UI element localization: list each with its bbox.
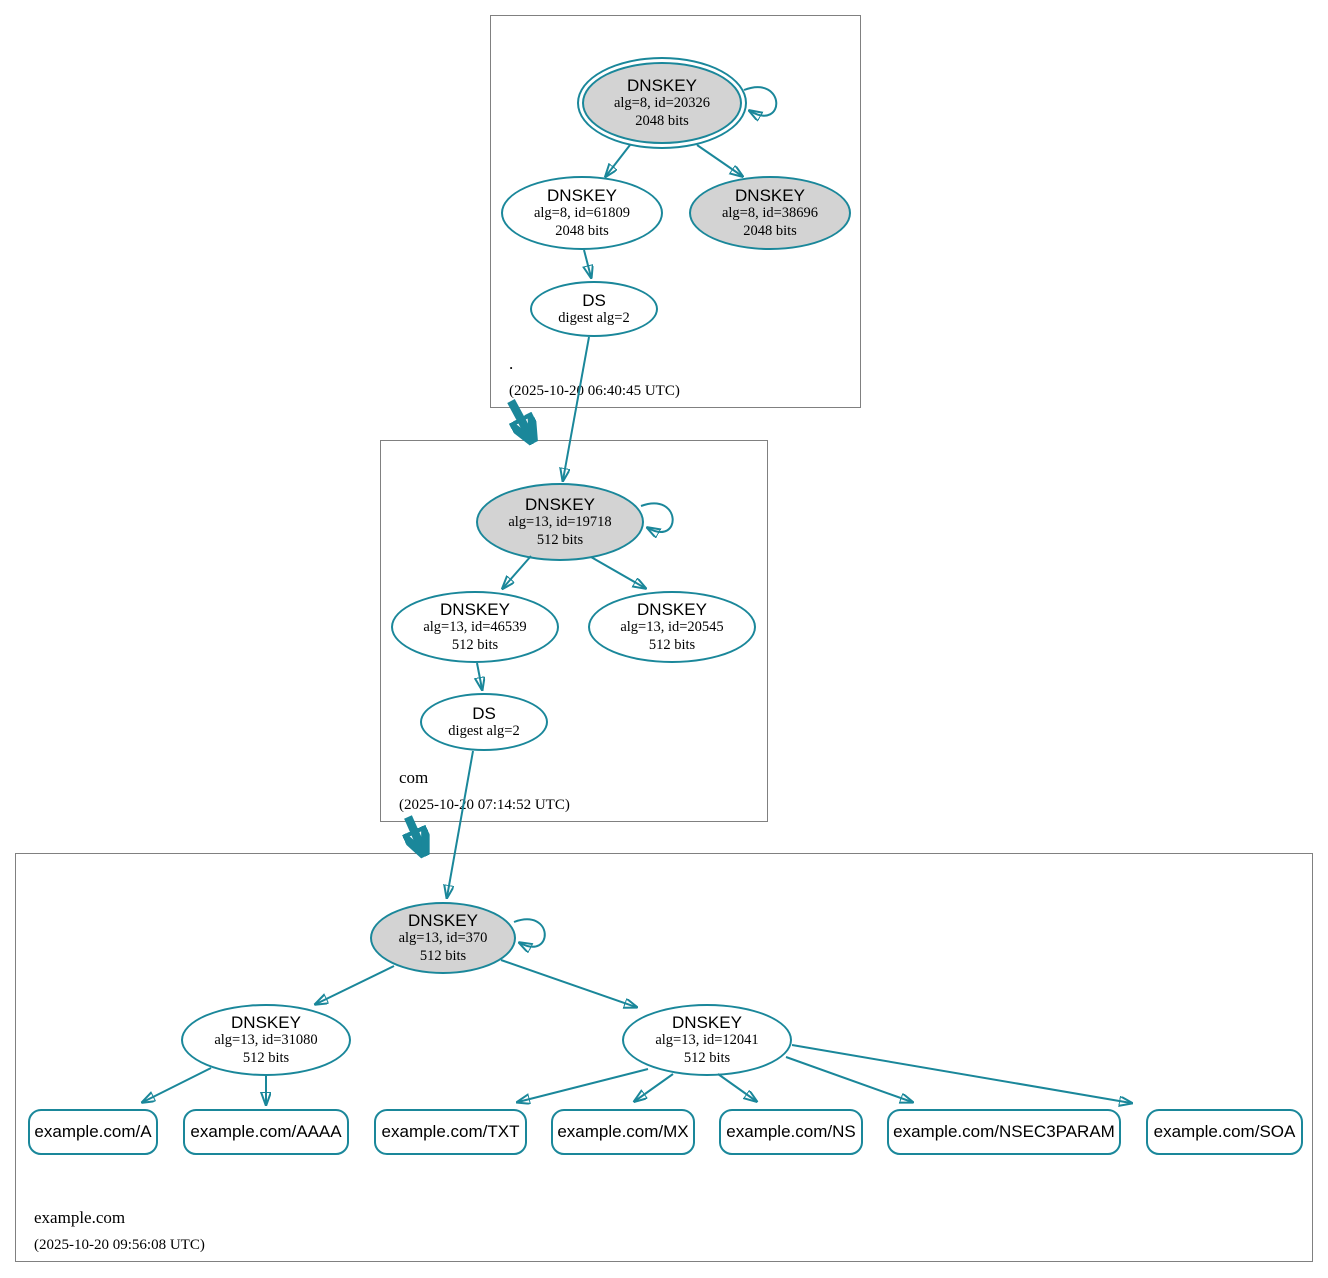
- dnskey-node-root-zsk-61809: DNSKEY alg=8, id=61809 2048 bits: [501, 176, 663, 250]
- rrset-node-a: example.com/A: [28, 1109, 158, 1155]
- zone-name-root: .: [509, 354, 514, 373]
- node-digest: digest alg=2: [448, 723, 520, 740]
- zone-timestamp-com: (2025-10-20 07:14:52 UTC): [399, 797, 570, 813]
- node-title: DNSKEY: [547, 185, 617, 205]
- node-alg-id: alg=13, id=20545: [620, 619, 724, 636]
- dnskey-node-com-ksk-19718: DNSKEY alg=13, id=19718 512 bits: [476, 483, 644, 561]
- rrset-node-txt: example.com/TXT: [374, 1109, 527, 1155]
- node-bits: 512 bits: [536, 531, 584, 548]
- node-alg-id: alg=13, id=46539: [423, 619, 527, 636]
- rrset-node-aaaa: example.com/AAAA: [183, 1109, 349, 1155]
- double-ring: DNSKEY alg=8, id=20326 2048 bits: [582, 62, 742, 144]
- dnskey-node-example-zsk-12041: DNSKEY alg=13, id=12041 512 bits: [622, 1004, 792, 1076]
- node-title: DNSKEY: [525, 494, 595, 514]
- node-bits: 2048 bits: [555, 222, 609, 239]
- node-bits: 512 bits: [242, 1049, 290, 1066]
- zone-name-example-com: example.com: [34, 1208, 126, 1227]
- node-alg-id: alg=8, id=38696: [721, 205, 819, 222]
- node-bits: 2048 bits: [743, 222, 797, 239]
- dnskey-node-root-ksk-20326: DNSKEY alg=8, id=20326 2048 bits: [577, 57, 747, 149]
- node-alg-id: alg=8, id=20326: [613, 95, 711, 112]
- ds-node-root: DS digest alg=2: [530, 281, 658, 337]
- dnskey-node-example-ksk-370: DNSKEY alg=13, id=370 512 bits: [370, 902, 516, 974]
- rrset-node-nsec3param: example.com/NSEC3PARAM: [887, 1109, 1121, 1155]
- node-title: DS: [472, 703, 496, 723]
- node-bits: 512 bits: [451, 636, 499, 653]
- node-title: DNSKEY: [735, 185, 805, 205]
- dnskey-node-example-zsk-31080: DNSKEY alg=13, id=31080 512 bits: [181, 1004, 351, 1076]
- node-title: DNSKEY: [440, 599, 510, 619]
- dnskey-node-root-38696: DNSKEY alg=8, id=38696 2048 bits: [689, 176, 851, 250]
- ds-node-com: DS digest alg=2: [420, 693, 548, 751]
- edge-delegation-com-to-example: [408, 815, 423, 851]
- node-alg-id: alg=13, id=12041: [655, 1032, 759, 1049]
- dnskey-node-com-zsk-20545: DNSKEY alg=13, id=20545 512 bits: [588, 591, 756, 663]
- zone-name-com: com: [399, 768, 429, 787]
- zone-timestamp-example-com: (2025-10-20 09:56:08 UTC): [34, 1237, 205, 1253]
- node-title: DNSKEY: [231, 1012, 301, 1032]
- node-digest: digest alg=2: [558, 310, 630, 327]
- node-title: DNSKEY: [627, 75, 697, 95]
- node-bits: 512 bits: [419, 947, 467, 964]
- node-title: DNSKEY: [408, 910, 478, 930]
- node-title: DNSKEY: [637, 599, 707, 619]
- zone-timestamp-root: (2025-10-20 06:40:45 UTC): [509, 383, 680, 399]
- node-alg-id: alg=13, id=370: [398, 930, 488, 947]
- rrset-node-ns: example.com/NS: [719, 1109, 863, 1155]
- node-alg-id: alg=13, id=19718: [508, 514, 612, 531]
- rrset-node-soa: example.com/SOA: [1146, 1109, 1303, 1155]
- node-bits: 2048 bits: [635, 112, 689, 129]
- rrset-node-mx: example.com/MX: [551, 1109, 695, 1155]
- node-bits: 512 bits: [683, 1049, 731, 1066]
- dnskey-node-com-zsk-46539: DNSKEY alg=13, id=46539 512 bits: [391, 591, 559, 663]
- node-alg-id: alg=13, id=31080: [214, 1032, 318, 1049]
- node-title: DS: [582, 290, 606, 310]
- node-alg-id: alg=8, id=61809: [533, 205, 631, 222]
- node-bits: 512 bits: [648, 636, 696, 653]
- node-title: DNSKEY: [672, 1012, 742, 1032]
